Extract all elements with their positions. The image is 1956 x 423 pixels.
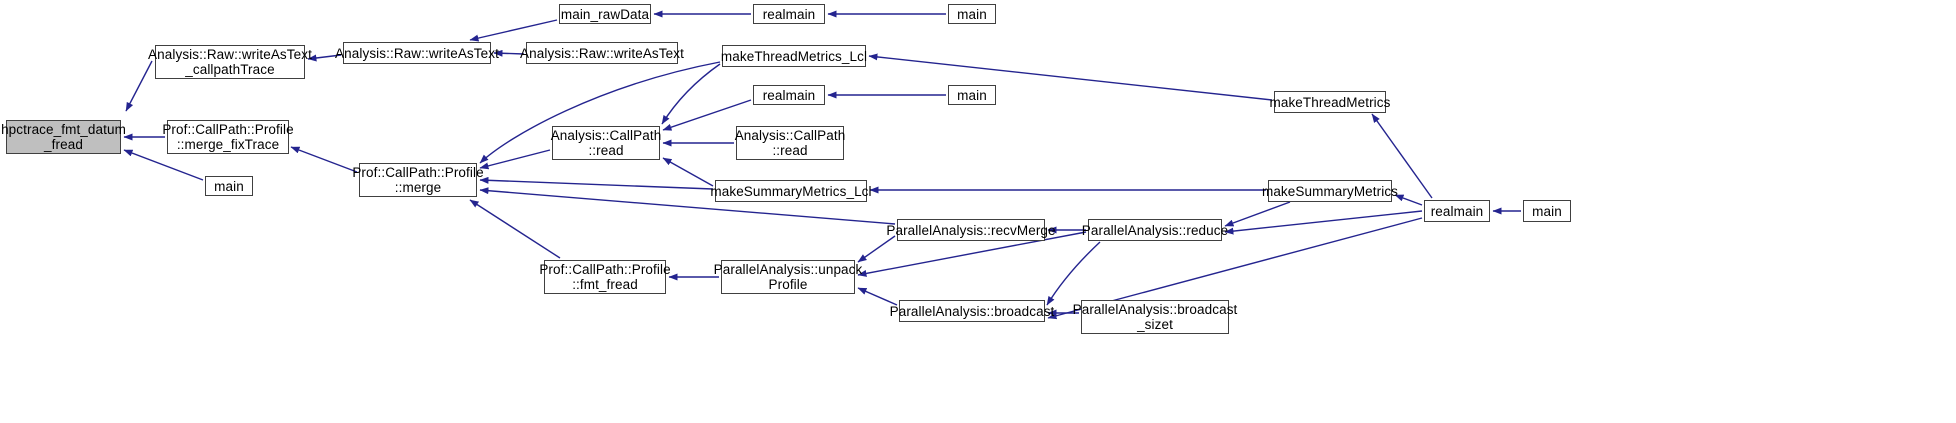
graph-node-main_rawdata[interactable]: main_rawData: [559, 4, 651, 24]
graph-edge: [1046, 241, 1101, 306]
graph-edge: [469, 199, 561, 259]
graph-node-analysis-callpath-read[interactable]: Analysis::CallPath ::read: [735, 126, 845, 160]
graph-edge: [469, 19, 558, 42]
graph-node-parallelanalysis-broadcast_sizet[interactable]: ParallelAnalysis::broadcast _sizet: [1073, 300, 1237, 334]
graph-node-makethreadmetrics_lcl[interactable]: makeThreadMetrics_Lcl: [721, 45, 867, 67]
graph-edge: [661, 63, 721, 125]
graph-node-label: main: [957, 87, 987, 103]
graph-node-label: main: [957, 6, 987, 22]
graph-node-label: hpctrace_fmt_datum _fread: [1, 122, 126, 152]
graph-node-label: realmain: [762, 6, 816, 22]
graph-node-label: Analysis::CallPath ::read: [550, 128, 662, 158]
graph-node-label: Analysis::CallPath ::read: [734, 128, 846, 158]
graph-node-analysis-raw-writeastext[interactable]: Analysis::Raw::writeAsText: [335, 42, 499, 64]
graph-node-label: Analysis::Raw::writeAsText: [520, 45, 684, 61]
graph-node-makethreadmetrics[interactable]: makeThreadMetrics: [1270, 91, 1390, 113]
graph-node-main[interactable]: main: [948, 85, 996, 105]
graph-node-main[interactable]: main: [205, 176, 253, 196]
graph-node-label: Prof::CallPath::Profile ::merge_fixTrace: [162, 122, 294, 152]
graph-node-label: realmain: [1430, 203, 1484, 219]
graph-node-label: Prof::CallPath::Profile ::fmt_fread: [539, 262, 671, 292]
graph-edge: [479, 176, 714, 190]
graph-node-analysis-callpath-read[interactable]: Analysis::CallPath ::read: [551, 126, 661, 160]
graph-node-main[interactable]: main: [1523, 200, 1571, 222]
graph-node-realmain[interactable]: realmain: [753, 4, 825, 24]
graph-node-label: Prof::CallPath::Profile ::merge: [352, 165, 484, 195]
graph-node-label: ParallelAnalysis::reduce: [1081, 222, 1229, 238]
graph-node-label: makeSummaryMetrics_Lcl: [710, 183, 872, 199]
graph-node-label: ParallelAnalysis::recvMerge: [886, 222, 1056, 238]
graph-node-parallelanalysis-reduce[interactable]: ParallelAnalysis::reduce: [1082, 219, 1228, 241]
graph-node-prof-callpath-profile-merge_fixtrace[interactable]: Prof::CallPath::Profile ::merge_fixTrace: [162, 120, 294, 154]
graph-node-label: main: [214, 178, 244, 194]
graph-node-makesummarymetrics[interactable]: makeSummaryMetrics: [1262, 180, 1398, 202]
graph-node-parallelanalysis-recvmerge[interactable]: ParallelAnalysis::recvMerge: [886, 219, 1056, 241]
graph-edge: [290, 146, 358, 173]
graph-edge: [1224, 210, 1423, 235]
graph-node-prof-callpath-profile-fmt_fread[interactable]: Prof::CallPath::Profile ::fmt_fread: [539, 260, 671, 294]
graph-node-label: realmain: [762, 87, 816, 103]
graph-node-main[interactable]: main: [948, 4, 996, 24]
graph-node-label: makeThreadMetrics_Lcl: [720, 48, 868, 64]
graph-node-label: Analysis::Raw::writeAsText _callpathTrac…: [148, 47, 312, 77]
graph-node-label: makeSummaryMetrics: [1261, 183, 1399, 199]
graph-node-realmain[interactable]: realmain: [1424, 200, 1490, 222]
graph-node-label: main_rawData: [560, 6, 650, 22]
graph-node-analysis-raw-writeastext_callpathtrace[interactable]: Analysis::Raw::writeAsText _callpathTrac…: [148, 45, 312, 79]
graph-edge: [479, 149, 551, 170]
graph-node-realmain[interactable]: realmain: [753, 85, 825, 105]
graph-node-hpctrace_fmt_datum_fread[interactable]: hpctrace_fmt_datum _fread: [1, 120, 126, 154]
graph-edge: [1224, 201, 1291, 227]
graph-node-label: ParallelAnalysis::broadcast: [889, 303, 1055, 319]
graph-edge: [857, 235, 896, 263]
graph-node-parallelanalysis-broadcast[interactable]: ParallelAnalysis::broadcast: [890, 300, 1054, 322]
graph-node-label: Analysis::Raw::writeAsText: [335, 45, 499, 61]
graph-node-label: ParallelAnalysis::broadcast _sizet: [1072, 302, 1238, 332]
graph-edge: [123, 149, 204, 181]
graph-node-analysis-raw-writeastext[interactable]: Analysis::Raw::writeAsText: [520, 42, 684, 64]
graph-node-parallelanalysis-unpackprofile[interactable]: ParallelAnalysis::unpack Profile: [714, 260, 862, 294]
graph-node-prof-callpath-profile-merge[interactable]: Prof::CallPath::Profile ::merge: [352, 163, 484, 197]
graph-node-makesummarymetrics_lcl[interactable]: makeSummaryMetrics_Lcl: [710, 180, 872, 202]
graph-node-label: makeThreadMetrics: [1269, 94, 1391, 110]
graph-edge: [868, 53, 1273, 101]
graph-node-label: ParallelAnalysis::unpack Profile: [713, 262, 863, 292]
graph-edge: [662, 157, 714, 187]
graph-node-label: main: [1532, 203, 1562, 219]
